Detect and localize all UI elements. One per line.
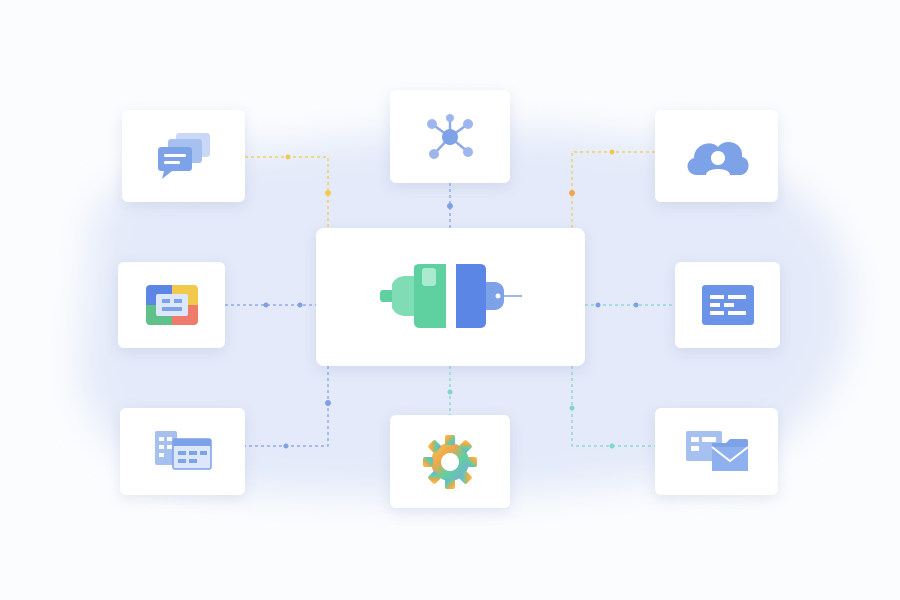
node-network[interactable]: [390, 90, 510, 183]
app-window-icon: [145, 285, 198, 325]
connector-spreadsheet: [245, 366, 329, 447]
connector-cloud-user: [571, 151, 655, 228]
table-list-icon: [701, 285, 754, 325]
spreadsheet-icon: [154, 430, 212, 470]
cloud-user-icon: [687, 142, 749, 175]
node-table[interactable]: [675, 262, 780, 348]
node-cloud-user[interactable]: [655, 110, 778, 202]
mail-folder-icon: [685, 430, 749, 471]
gear-icon: [423, 434, 477, 489]
node-chat[interactable]: [122, 110, 245, 202]
network-hub-icon: [427, 113, 473, 159]
node-mail[interactable]: [655, 408, 778, 495]
node-spreadsheet[interactable]: [120, 408, 245, 495]
node-settings[interactable]: [390, 415, 510, 508]
node-app[interactable]: [118, 262, 225, 348]
connector-mail: [571, 366, 655, 447]
plug-connector-icon: [379, 264, 522, 328]
node-hub[interactable]: [316, 228, 585, 366]
chat-bubbles-icon: [157, 133, 210, 179]
